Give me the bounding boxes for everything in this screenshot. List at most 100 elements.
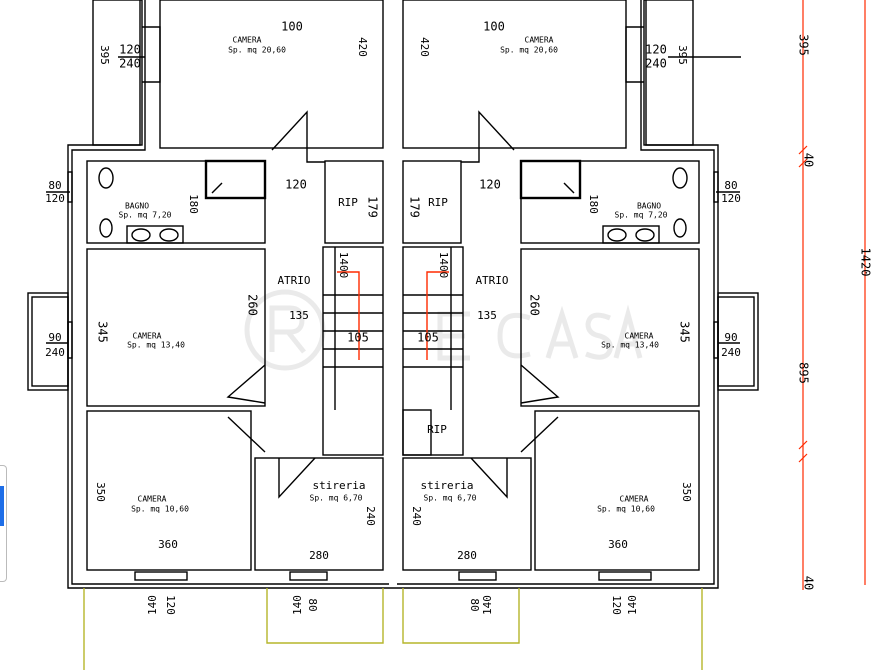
dim-label: 240 [410, 506, 423, 526]
dim-label: 260 [246, 294, 260, 316]
dim-label: 350 [680, 482, 693, 502]
window-side-1 [67, 171, 73, 203]
dim-label: 395 [676, 45, 689, 65]
watermark-r-mark [269, 305, 306, 354]
dimension-label: 40 [802, 576, 816, 590]
dim-label: 105 [347, 331, 369, 345]
sink [131, 228, 151, 242]
dim-label: RIP [428, 196, 448, 209]
dim-label: 280 [309, 549, 329, 562]
dim-label: Sp. mq 10,60 [131, 505, 189, 514]
dim-label: 345 [678, 321, 692, 343]
dim-label: ATRIO [277, 274, 310, 287]
plot-boundary [266, 588, 384, 644]
dim-label: 1400 [437, 252, 450, 279]
door-mid [226, 364, 266, 404]
sink [635, 228, 655, 242]
dim-label: ATRIO [475, 274, 508, 287]
dim-label: BAGNO [125, 202, 149, 211]
door-mid [520, 364, 560, 404]
storage-room [402, 160, 462, 244]
dim-label: 179 [366, 196, 380, 218]
watermark-letter [585, 312, 613, 360]
dim-label: stireria [421, 479, 474, 492]
window-side-2 [713, 321, 719, 359]
shower [204, 159, 267, 200]
dim-label: 105 [417, 331, 439, 345]
door-iron [470, 457, 508, 499]
dim-label: RIP [338, 196, 358, 209]
dimension-total-label: 1420 [859, 248, 873, 277]
dim-label: stireria [313, 479, 366, 492]
dim-label: 179 [408, 196, 422, 218]
dim-label: CAMERA [620, 495, 649, 504]
dim-label: 1400 [337, 252, 350, 279]
watermark-letter [437, 311, 470, 361]
window-bottom-1 [134, 571, 188, 581]
dim-label: 240 [721, 346, 741, 359]
dim-label: 420 [418, 37, 431, 57]
closet [643, 0, 694, 146]
plot-boundary [402, 588, 520, 644]
window-side-2 [67, 321, 73, 359]
dim-label: 80 [724, 179, 737, 192]
right-unit-walls [393, 0, 759, 670]
dim-label: 240 [645, 57, 667, 71]
watermark-letter [497, 312, 531, 359]
dim-label: CAMERA [525, 36, 554, 45]
dimension-tick [798, 440, 808, 450]
dim-label: 260 [528, 294, 542, 316]
outer-wall-inner [71, 0, 389, 585]
shower-drain [211, 182, 223, 194]
dimension-tick [798, 158, 808, 168]
side-widget-handle[interactable] [0, 486, 4, 526]
dim-label: 90 [48, 331, 61, 344]
dim-label: 280 [457, 549, 477, 562]
ironing-room [254, 457, 384, 571]
dim-label: Sp. mq 6,70 [424, 494, 477, 503]
dim-label: 100 [483, 20, 505, 34]
dim-label: 395 [98, 45, 111, 65]
dim-label: Sp. mq 20,60 [500, 46, 558, 55]
dim-label: CAMERA [625, 332, 654, 341]
ironing-room [402, 457, 532, 571]
dim-label: 360 [608, 538, 628, 551]
bidet [673, 218, 687, 238]
watermark-logo [244, 289, 643, 371]
dimension-tick [798, 145, 808, 155]
sink-counter [602, 225, 660, 244]
dim-label: 140 [291, 595, 304, 615]
dim-label: 345 [96, 321, 110, 343]
dim-label: 80 [468, 598, 481, 611]
shower-drain [563, 182, 575, 194]
toilet [672, 167, 688, 189]
dim-label: 120 [610, 595, 623, 615]
door-top [461, 110, 515, 163]
outer-wall [67, 0, 393, 589]
bedroom-top [402, 0, 627, 149]
dim-label: 100 [281, 20, 303, 34]
side-scroll-widget[interactable] [0, 465, 7, 582]
dim-label: 120 [164, 595, 177, 615]
dim-label: 120 [645, 43, 667, 57]
dim-label: Sp. mq 7,20 [119, 211, 172, 220]
left-unit-walls [27, 0, 393, 670]
dimension-tick [798, 453, 808, 463]
dim-label: 180 [187, 194, 200, 214]
dim-label: BAGNO [637, 202, 661, 211]
bidet [99, 218, 113, 238]
stair-box [322, 246, 384, 456]
storage-room [324, 160, 384, 244]
dim-label: 90 [724, 331, 737, 344]
dim-label: 360 [158, 538, 178, 551]
dim-label: 240 [364, 506, 377, 526]
dim-label: 120 [285, 178, 307, 192]
dim-label: CAMERA [138, 495, 167, 504]
dim-label: 420 [356, 37, 369, 57]
dim-label: Sp. mq 13,40 [601, 341, 659, 350]
dim-label: 240 [119, 57, 141, 71]
sink [159, 228, 179, 242]
storage-room-bottom [402, 409, 432, 456]
dim-label: 80 [306, 598, 319, 611]
window-side-1 [713, 171, 719, 203]
